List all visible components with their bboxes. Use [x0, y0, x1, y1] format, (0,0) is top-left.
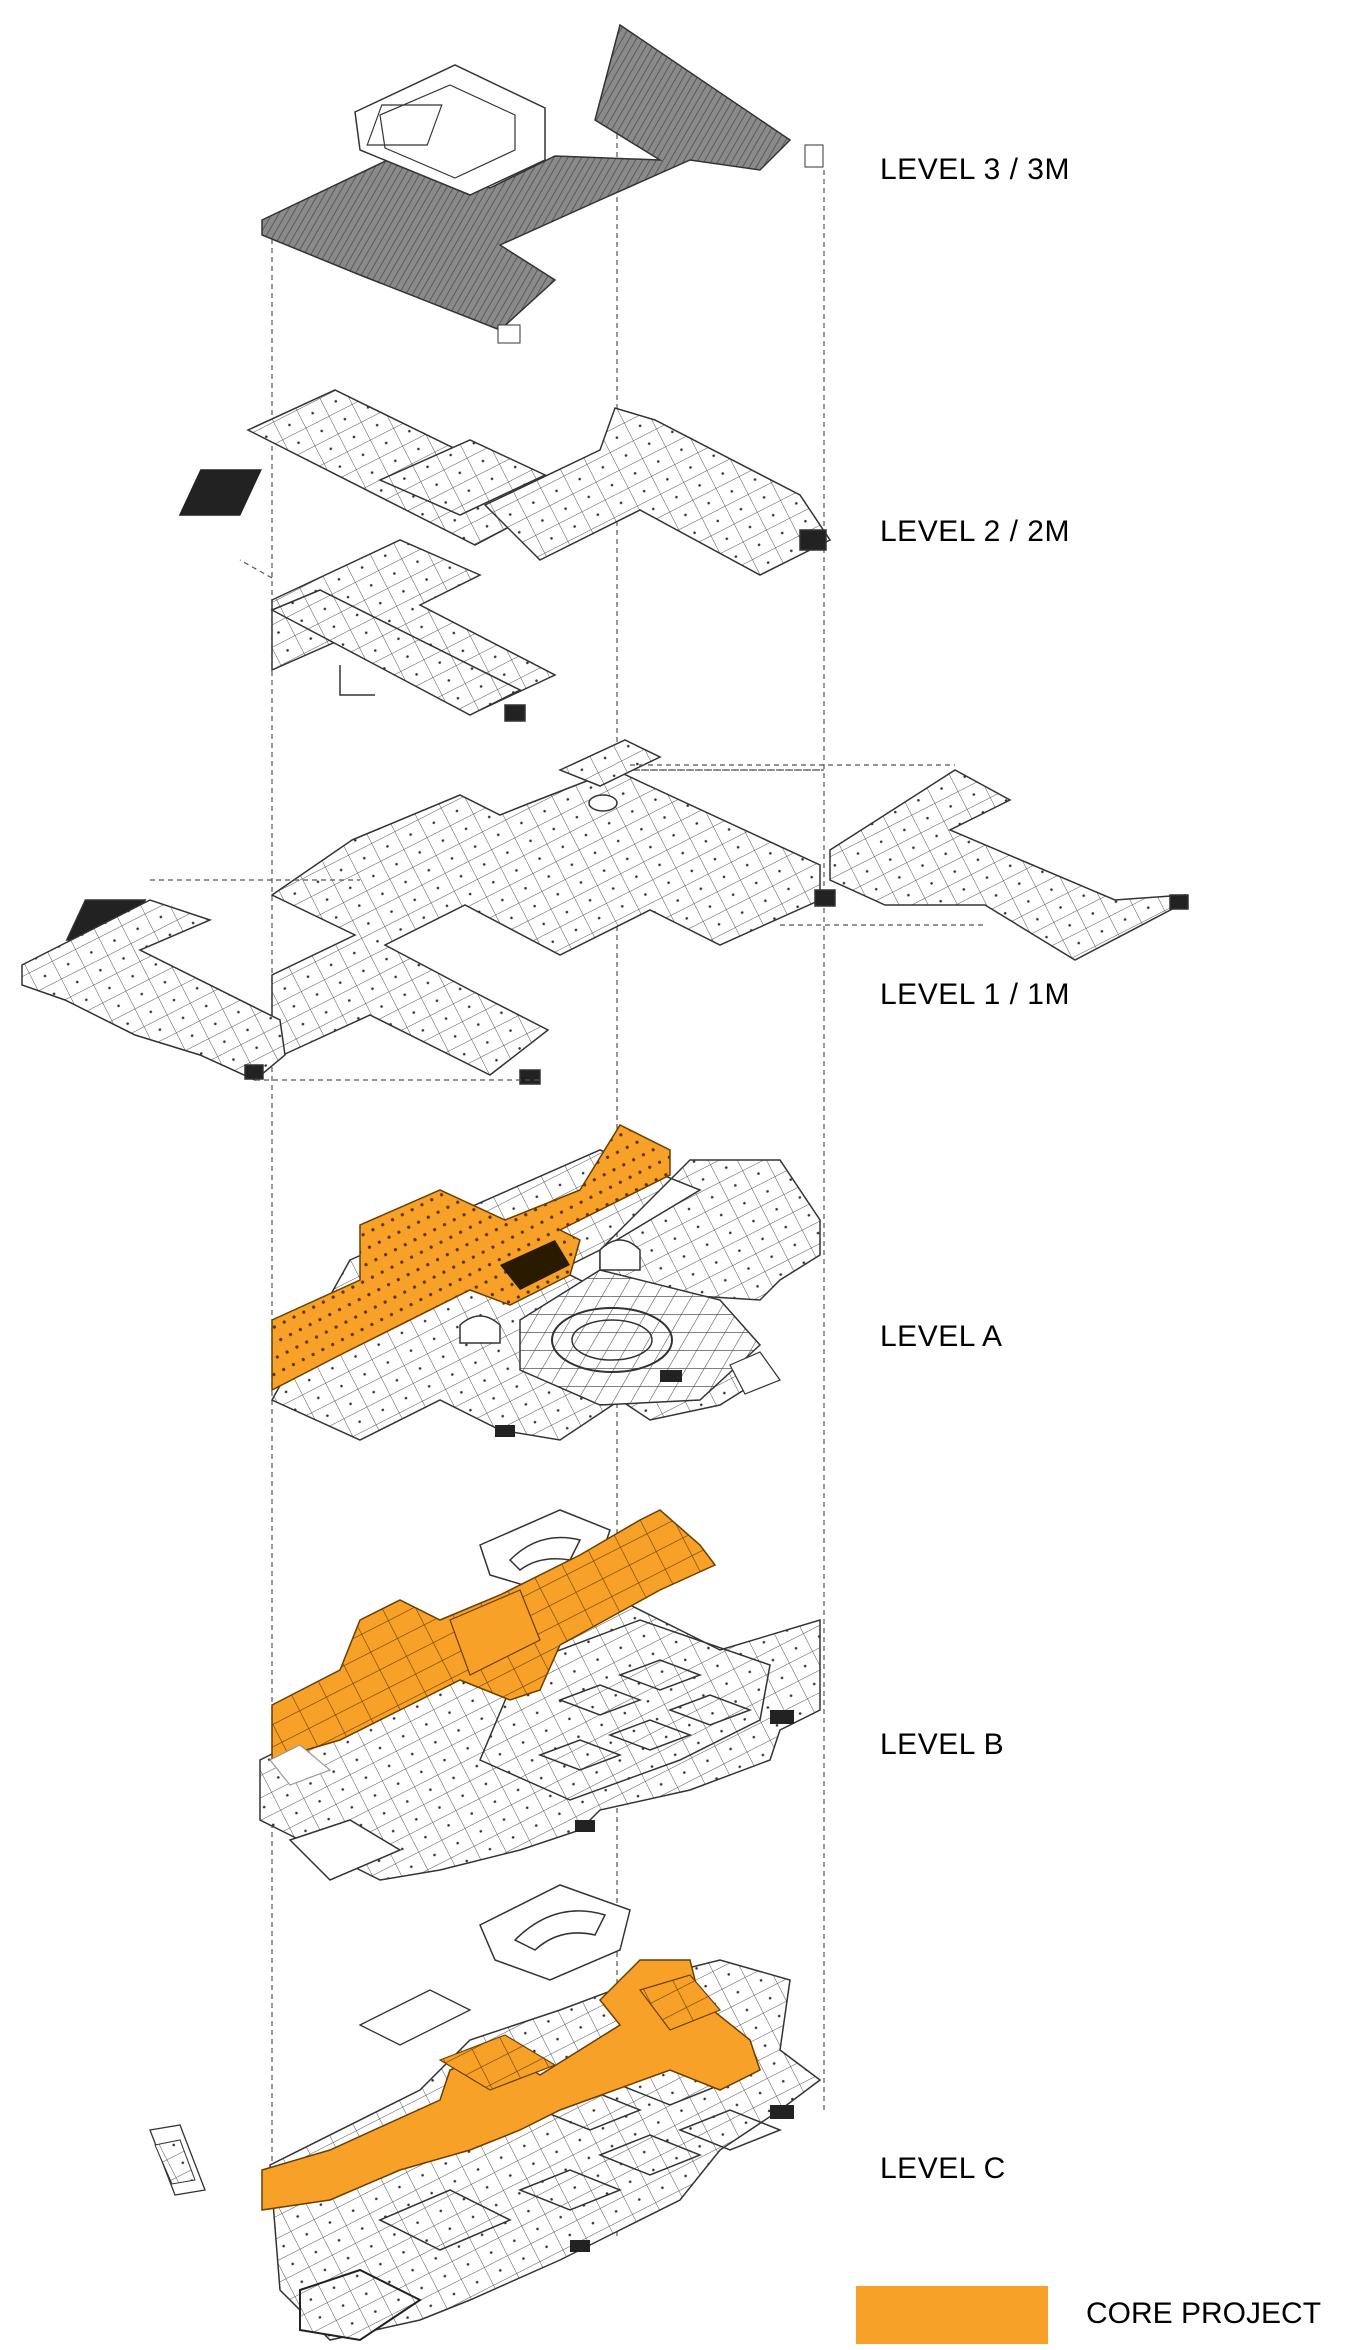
core-project-legend-label: CORE PROJECT: [1086, 2297, 1322, 2330]
level-3-roof-plan: [261, 23, 824, 344]
level-c-floor-plan: [149, 1884, 822, 2342]
level-c-label: LEVEL C: [880, 2152, 1006, 2185]
level-1-label: LEVEL 1 / 1M: [880, 978, 1070, 1011]
legend: CORE PROJECT: [856, 2286, 1356, 2346]
level-a-label: LEVEL A: [880, 1320, 1003, 1353]
core-project-swatch: [856, 2286, 1048, 2344]
level-1-left-annex-guides: [150, 879, 540, 1081]
level-a-core-project: [271, 1124, 671, 1392]
level-a-floor-plan: [270, 1124, 821, 1441]
level-1-left-annex: [21, 899, 286, 1081]
level-2-label: LEVEL 2 / 2M: [880, 515, 1070, 548]
level-1-right-annex-guides: [630, 764, 985, 926]
level-b-floor-plan: [259, 1509, 821, 1881]
level-2-floor-plan: [178, 389, 832, 722]
level-3-label: LEVEL 3 / 3M: [880, 153, 1070, 186]
level-b-label: LEVEL B: [880, 1728, 1005, 1761]
level-1-right-annex: [829, 769, 1189, 961]
